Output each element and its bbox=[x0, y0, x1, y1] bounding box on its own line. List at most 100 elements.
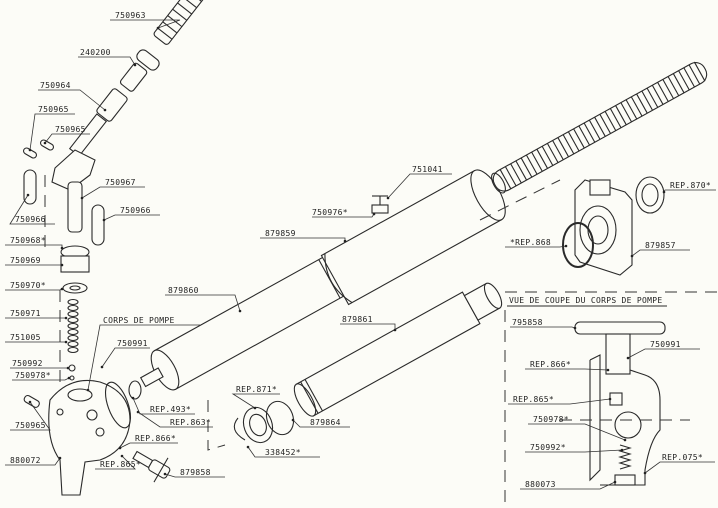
leader-arrow-icon bbox=[291, 418, 295, 422]
part-label: 750967 bbox=[80, 178, 145, 200]
part-label: 750968* bbox=[5, 236, 64, 250]
part-label-text: 879857 bbox=[645, 241, 676, 250]
part-label-text: 750969 bbox=[10, 256, 41, 265]
part-label: REP.866* bbox=[118, 434, 178, 450]
leader-arrow-icon bbox=[86, 388, 90, 392]
part-label-text: REP.866* bbox=[135, 434, 176, 443]
part-label: 879857 bbox=[630, 241, 690, 258]
part-label-text: 750968* bbox=[10, 236, 46, 245]
part-label-text: 750971 bbox=[10, 309, 41, 318]
part-label: 750963 bbox=[110, 11, 181, 30]
leader-line bbox=[12, 377, 70, 381]
leader-line bbox=[247, 446, 320, 458]
part-label: REP.871* bbox=[231, 385, 280, 410]
leader-line bbox=[5, 457, 61, 466]
handle-grip bbox=[153, 0, 210, 45]
leader-arrow-icon bbox=[630, 254, 634, 258]
leader-arrow-icon bbox=[246, 445, 250, 449]
leader-line bbox=[110, 19, 181, 29]
leader-arrow-icon bbox=[608, 397, 612, 401]
part-label-text: 750966 bbox=[15, 215, 46, 224]
leader-arrow-icon bbox=[238, 309, 242, 313]
leader-line bbox=[387, 173, 452, 199]
handle-shaft bbox=[22, 49, 160, 191]
part-label-text: REP.866* bbox=[530, 360, 571, 369]
leader-line bbox=[505, 245, 567, 248]
leader-arrow-icon bbox=[133, 63, 137, 67]
part-label: 880072 bbox=[5, 456, 62, 466]
leader-line bbox=[525, 368, 609, 371]
part-label-text: REP.865* bbox=[513, 395, 554, 404]
part-label-text: 750991 bbox=[650, 340, 681, 349]
leader-arrow-icon bbox=[606, 368, 610, 372]
part-label-text: 795858 bbox=[512, 318, 543, 327]
part-label-text: REP.871* bbox=[236, 385, 277, 394]
leader-line bbox=[10, 401, 51, 431]
part-label-text: 750976* bbox=[312, 208, 348, 217]
part-label: 750971 bbox=[5, 309, 68, 320]
leader-arrow-icon bbox=[343, 239, 347, 243]
part-label: 750978* bbox=[12, 371, 71, 381]
part-label-text: 880072 bbox=[10, 456, 41, 465]
leader-arrow-icon bbox=[564, 244, 568, 248]
leader-line bbox=[87, 324, 200, 391]
leader-line bbox=[520, 481, 616, 490]
part-label: 240200 bbox=[78, 48, 137, 67]
part-label: REP.865* bbox=[508, 395, 612, 405]
part-label-text: 750963 bbox=[115, 11, 146, 20]
part-label: CORPS DE POMPE bbox=[86, 316, 200, 392]
leader-arrow-icon bbox=[163, 472, 167, 476]
part-label-text: CORPS DE POMPE bbox=[103, 316, 175, 325]
part-label: 751005 bbox=[5, 333, 68, 344]
filler-valve-751041 bbox=[371, 195, 389, 214]
part-label-text: 879858 bbox=[180, 468, 211, 477]
part-label: 750991 bbox=[100, 339, 150, 369]
leader-line bbox=[510, 326, 576, 329]
leader-line bbox=[528, 423, 626, 441]
leader-arrow-icon bbox=[156, 26, 160, 30]
valve-stack bbox=[59, 245, 90, 420]
leader-line bbox=[44, 133, 90, 144]
seals-group bbox=[207, 400, 295, 451]
part-label: REP.865* bbox=[95, 454, 141, 470]
leader-arrow-icon bbox=[60, 263, 64, 267]
part-label: 750966 bbox=[102, 206, 160, 222]
part-label-text: 750965 bbox=[15, 421, 46, 430]
leader-arrow-icon bbox=[643, 471, 647, 475]
part-label: REP.863* bbox=[136, 410, 213, 428]
leader-line bbox=[340, 323, 396, 330]
part-label-text: 750964 bbox=[40, 81, 71, 90]
leader-arrow-icon bbox=[613, 480, 617, 484]
leader-arrow-icon bbox=[80, 196, 84, 200]
part-label: 880073 bbox=[520, 480, 617, 490]
part-label: 750969 bbox=[5, 256, 64, 267]
links bbox=[23, 169, 105, 250]
part-label: 879858 bbox=[163, 468, 225, 478]
part-label-text: REP.865* bbox=[100, 460, 141, 469]
part-label-text: REP.863* bbox=[170, 418, 211, 427]
part-label-text: REP.870* bbox=[670, 181, 711, 190]
leader-arrow-icon bbox=[573, 326, 577, 330]
leader-line bbox=[644, 461, 715, 474]
part-label-text: REP.075* bbox=[662, 453, 703, 462]
leader-line bbox=[508, 398, 611, 405]
part-label-text: 338452* bbox=[265, 448, 301, 457]
leader-line bbox=[525, 449, 623, 453]
leader-arrow-icon bbox=[103, 108, 107, 112]
leader-line bbox=[137, 411, 213, 428]
leader-arrow-icon bbox=[64, 340, 68, 344]
leader-line bbox=[78, 56, 136, 66]
pump-block-879857 bbox=[562, 176, 665, 276]
section-view-title: VUE DE COUPE DU CORPS DE POMPE bbox=[509, 296, 663, 305]
leader-line bbox=[29, 113, 75, 151]
leader-line bbox=[38, 89, 106, 111]
part-label: 750965 bbox=[10, 400, 51, 431]
leader-arrow-icon bbox=[43, 141, 47, 145]
leader-line bbox=[627, 348, 700, 359]
leader-arrow-icon bbox=[136, 410, 140, 414]
leader-arrow-icon bbox=[626, 356, 630, 360]
leader-arrow-icon bbox=[386, 196, 390, 200]
leader-line bbox=[231, 393, 280, 409]
